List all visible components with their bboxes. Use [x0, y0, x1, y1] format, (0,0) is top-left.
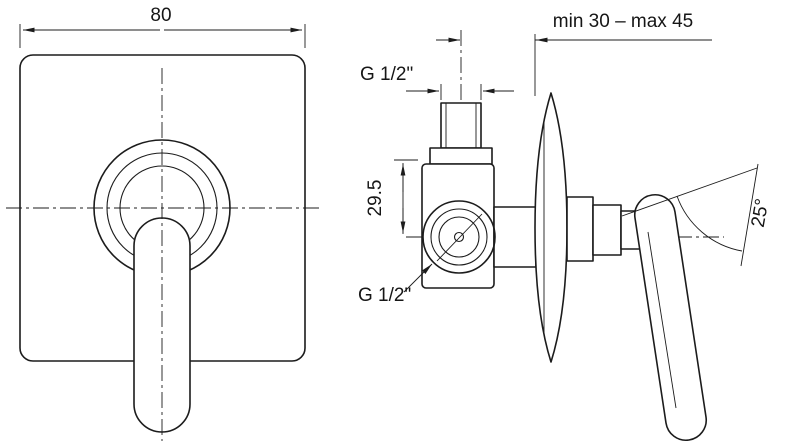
dim-thread-side-label: G 1/2"	[358, 285, 411, 306]
side-port-outer-circle	[422, 200, 496, 274]
side-port-inner-circle	[438, 216, 480, 258]
lever-handle-edge-line	[647, 231, 677, 409]
angle-arc	[676, 195, 743, 252]
dim-handle-angle: 25°	[621, 163, 774, 267]
dim-depth-range: min 30 – max 45	[436, 11, 712, 96]
top-inlet-thread-lines	[445, 103, 477, 148]
dim-depth-range-label: min 30 – max 45	[553, 11, 693, 32]
dim-handle-angle-label: 25°	[748, 197, 774, 229]
dim-thread-top: G 1/2"	[360, 64, 514, 100]
side-view: G 1/2" 29.5 G 1/2" min 30 – max 45	[358, 11, 774, 441]
body-to-plate-connector	[493, 206, 537, 268]
side-port-center-circle	[453, 231, 465, 243]
angle-reference-line-1	[621, 167, 758, 217]
dim-plate-width: 80	[19, 5, 306, 48]
top-inlet-pipe	[440, 102, 482, 149]
cartridge-stem	[592, 204, 622, 256]
dim-axis-offset: 29.5	[365, 159, 418, 234]
lever-handle-side	[633, 194, 708, 441]
wall-plate-side-profile	[534, 92, 568, 363]
dim-thread-side: G 1/2"	[358, 263, 433, 306]
leader-line	[403, 263, 433, 293]
cartridge-housing	[566, 196, 594, 262]
front-view: 80	[6, 5, 320, 441]
side-port-thread-diagonal	[436, 213, 483, 262]
angle-reference-line-2	[740, 163, 759, 267]
extension-lines	[440, 84, 482, 100]
dim-plate-width-label: 80	[150, 5, 171, 26]
side-port-mid-circle	[430, 208, 488, 266]
body-top-flange	[429, 147, 493, 165]
dim-thread-top-label: G 1/2"	[360, 64, 413, 85]
dim-axis-offset-label: 29.5	[365, 180, 386, 217]
